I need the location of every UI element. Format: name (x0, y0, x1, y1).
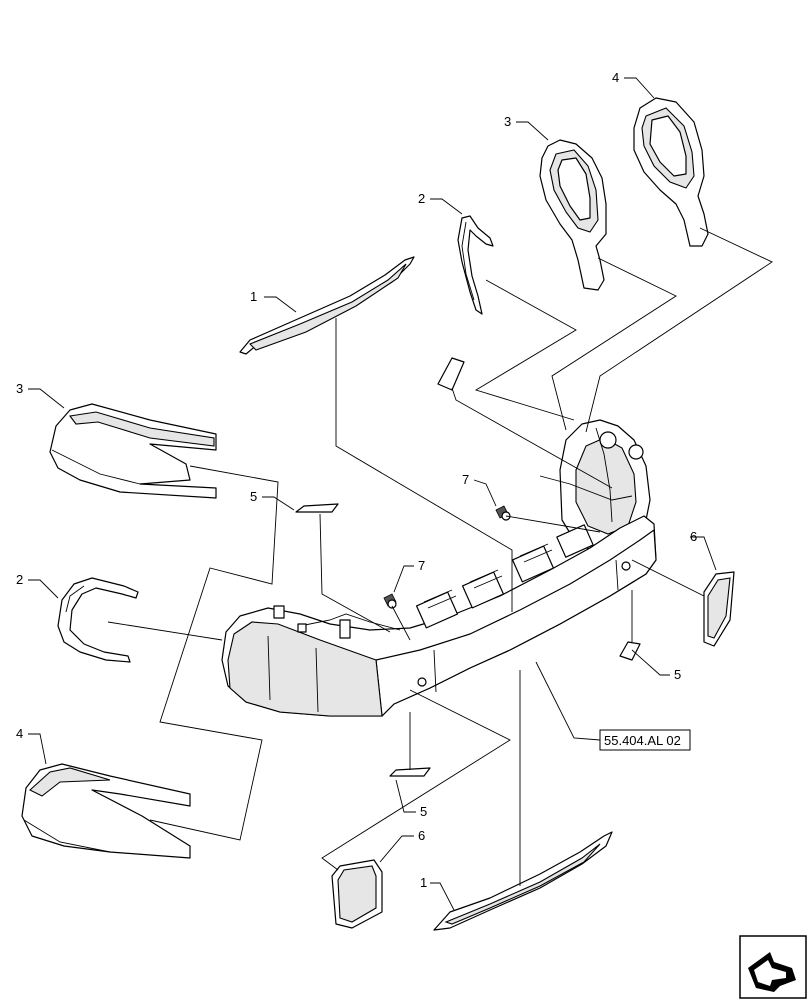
callout-5-right: 5 (674, 667, 681, 682)
next-page-arrow-icon[interactable] (739, 935, 807, 999)
callout-6-bottom: 6 (418, 828, 425, 843)
part-3-left-lens (49, 403, 217, 499)
callout-1-top: 1 (250, 289, 257, 304)
part-1-top-trim-strip (239, 256, 415, 355)
callout-3-left: 3 (16, 381, 23, 396)
callout-3-top: 3 (504, 114, 511, 129)
part-1-bottom-trim-strip (433, 831, 613, 931)
callout-5-bottom: 5 (420, 804, 427, 819)
part-5-pad-top (437, 357, 465, 391)
callout-2-top: 2 (418, 191, 425, 206)
callout-7-mid: 7 (462, 472, 469, 487)
assembly-guide-lines (107, 227, 773, 886)
callout-5-left: 5 (250, 489, 257, 504)
callout-1-bottom: 1 (420, 875, 427, 890)
callout-2-left: 2 (16, 572, 23, 587)
part-6-side-lenses (331, 571, 735, 929)
part-4-left-lens (21, 763, 191, 859)
part-7-fasteners (383, 505, 511, 609)
reference-label[interactable]: 55.404.AL 02 (604, 733, 681, 748)
callout-7-left: 7 (418, 558, 425, 573)
callout-4-left: 4 (16, 726, 23, 741)
part-2-left-bracket (57, 577, 139, 663)
part-5-pad-right (619, 641, 641, 661)
callout-4-top: 4 (612, 70, 619, 85)
part-5-pad-bottom (389, 767, 431, 777)
part-4-top-lens-frame (633, 97, 709, 247)
part-5-pad-left (295, 503, 339, 513)
part-3-top-lens-frame (539, 139, 607, 291)
part-2-top-bracket (457, 215, 494, 315)
callout-labels: 1 2 3 4 3 5 7 2 7 6 5 4 5 6 1 (16, 70, 697, 890)
callout-6-right: 6 (690, 529, 697, 544)
part-5-small-pads (295, 357, 641, 777)
reference-box[interactable]: 55.404.AL 02 (599, 729, 691, 751)
callout-leaders (28, 77, 717, 911)
main-headlight-bumper-assembly (221, 419, 657, 717)
